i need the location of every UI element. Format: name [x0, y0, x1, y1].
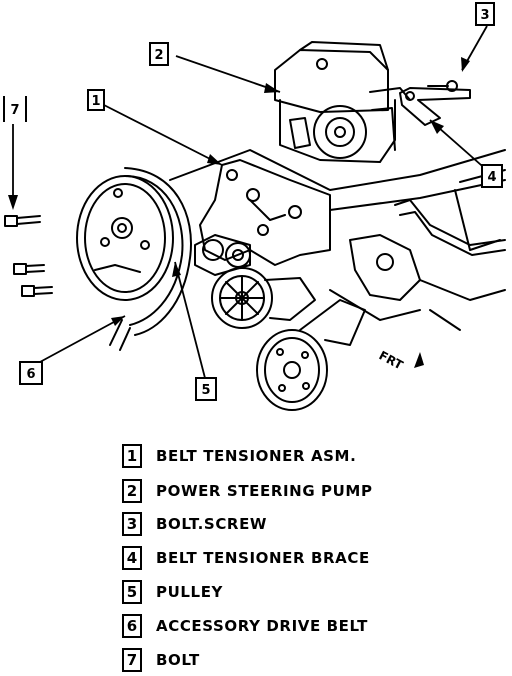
- legend-row-2: 2 POWER STEERING PUMP: [122, 478, 373, 504]
- arrowhead-6: [111, 316, 125, 326]
- leader-line-2: [175, 55, 281, 93]
- legend-label: ACCESSORY DRIVE BELT: [156, 617, 369, 635]
- callout-2: 2: [154, 48, 163, 63]
- legend-label: BOLT: [156, 651, 200, 669]
- leader-line-1: [101, 103, 223, 166]
- legend-row-6: 6 ACCESSORY DRIVE BELT: [122, 613, 368, 639]
- legend-label: BOLT.SCREW: [156, 515, 268, 533]
- bolt-screw-3: [427, 80, 458, 92]
- legend-number: 2: [122, 479, 142, 503]
- legend-number: 7: [122, 648, 142, 672]
- callout-5: 5: [201, 383, 210, 398]
- callout-box-1: [87, 89, 105, 111]
- arrowhead-2: [264, 83, 280, 93]
- tensioner-pulley: [76, 175, 174, 301]
- legend-row-4: 4 BELT TENSIONER BRACE: [122, 545, 370, 571]
- legend-label: PULLEY: [156, 583, 223, 601]
- legend-number: 5: [122, 580, 142, 604]
- bolt-7: [4, 215, 53, 297]
- legend-label: BELT TENSIONER BRACE: [156, 549, 370, 567]
- callout-7: 7: [10, 103, 19, 118]
- legend-row-3: 3 BOLT.SCREW: [122, 511, 267, 537]
- water-pump-pulley: [211, 267, 316, 329]
- callout-4: 4: [487, 170, 496, 185]
- callout-box-7: [3, 96, 27, 122]
- arrowhead-4: [430, 120, 444, 134]
- accessory-drive-belt: [109, 167, 192, 351]
- callout-6: 6: [26, 367, 35, 382]
- callout-box-5: [195, 377, 217, 401]
- legend-label: BELT TENSIONER ASM.: [156, 447, 357, 465]
- callout-box-3: [475, 2, 495, 26]
- legend-number: 3: [122, 512, 142, 536]
- leader-line-5: [174, 261, 206, 379]
- callout-box-6: [19, 361, 43, 385]
- arrowhead-5: [172, 262, 181, 277]
- leader-line-6: [39, 315, 126, 363]
- callout-box-2: [149, 42, 169, 66]
- callout-box-4: [481, 164, 503, 188]
- power-steering-pump: [274, 41, 411, 163]
- arrowhead-7: [8, 195, 18, 210]
- legend-row-1: 1 BELT TENSIONER ASM.: [122, 443, 356, 469]
- arrowhead-3: [461, 57, 470, 72]
- front-direction-arrow: [414, 352, 424, 368]
- hose-pipe: [349, 199, 506, 301]
- callout-3: 3: [480, 8, 489, 23]
- legend-number: 1: [122, 444, 142, 468]
- front-direction-label: FRT: [377, 348, 406, 373]
- belt-tensioner-assembly: [194, 159, 331, 276]
- belt-tensioner-diagram: 1 2 3 4 5 6 7 FRT: [3, 2, 506, 411]
- legend-number: 4: [122, 546, 142, 570]
- arrowhead-1: [207, 154, 222, 165]
- crankshaft-pulley: [256, 299, 366, 411]
- tensioner-brace: [399, 87, 471, 126]
- engine-block-outline: [169, 149, 506, 331]
- legend-label: POWER STEERING PUMP: [156, 482, 373, 500]
- legend-row-7: 7 BOLT: [122, 647, 200, 673]
- callout-1: 1: [91, 94, 100, 109]
- legend-row-5: 5 PULLEY: [122, 579, 223, 605]
- legend-number: 6: [122, 614, 142, 638]
